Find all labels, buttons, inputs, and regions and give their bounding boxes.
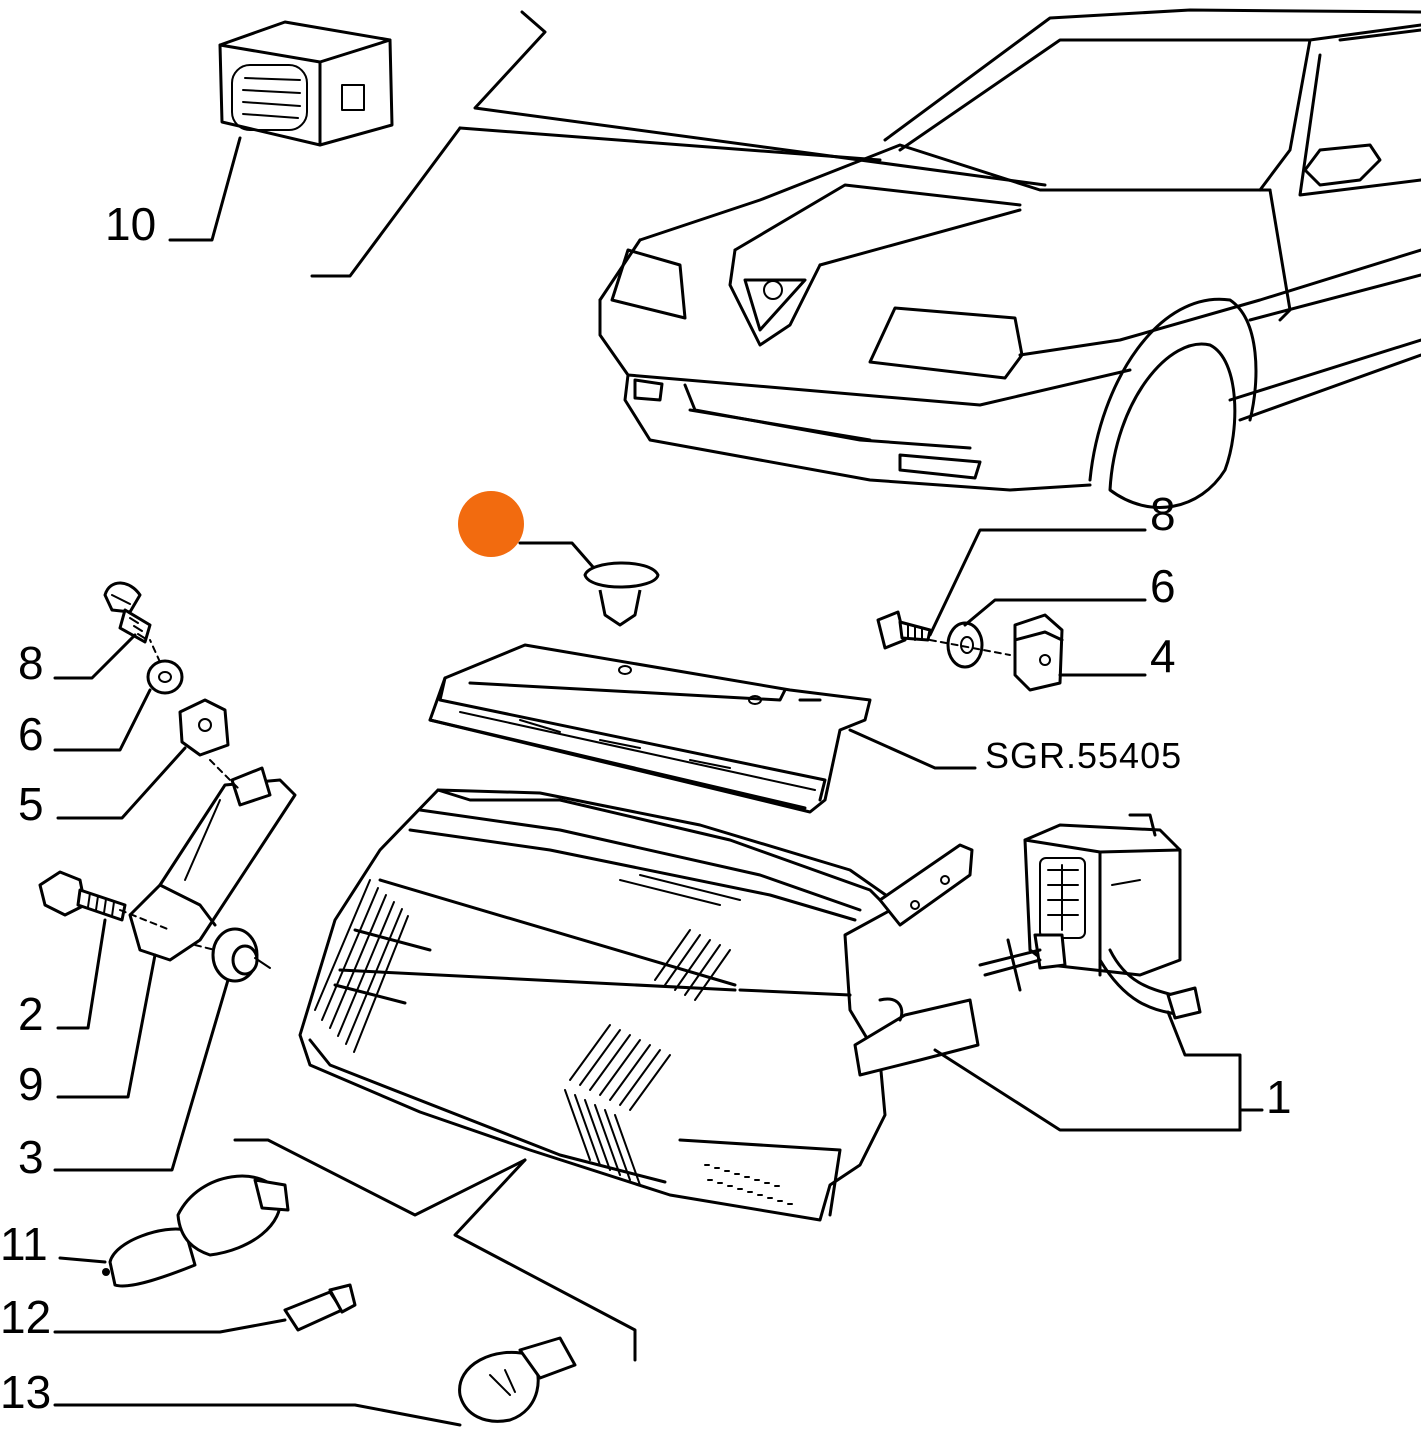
- leader-lines-top: [310, 10, 1047, 278]
- relay-switch-part: [168, 20, 394, 242]
- callout-6-right: 6: [1150, 560, 1176, 612]
- callout-11: 11: [0, 1218, 48, 1270]
- headlamp-cover-panel: [428, 643, 977, 814]
- callout-12: 12: [0, 1291, 51, 1343]
- callout-8-left: 8: [18, 637, 44, 689]
- callout-3: 3: [18, 1131, 44, 1183]
- callout-5: 5: [18, 778, 44, 830]
- callout-8-right: 8: [1150, 488, 1176, 540]
- right-fastener-group: [876, 528, 1147, 692]
- highlight-marker: [458, 491, 524, 557]
- callout-1: 1: [1266, 1071, 1292, 1123]
- bulb-group: [53, 1174, 577, 1427]
- left-adjuster-group: [38, 581, 297, 1172]
- callout-9: 9: [18, 1058, 44, 1110]
- callout-13: 13: [0, 1366, 51, 1418]
- car-illustration: [598, 8, 1421, 509]
- clip-fastener-part: [518, 541, 660, 627]
- callout-10: 10: [105, 198, 156, 250]
- leveling-motor-part: [978, 813, 1264, 1132]
- callout-2: 2: [18, 988, 44, 1040]
- reference-code: SGR.55405: [985, 735, 1182, 776]
- callout-4: 4: [1150, 630, 1176, 682]
- headlamp-assembly-part: [233, 788, 1242, 1362]
- callout-6-left: 6: [18, 708, 44, 760]
